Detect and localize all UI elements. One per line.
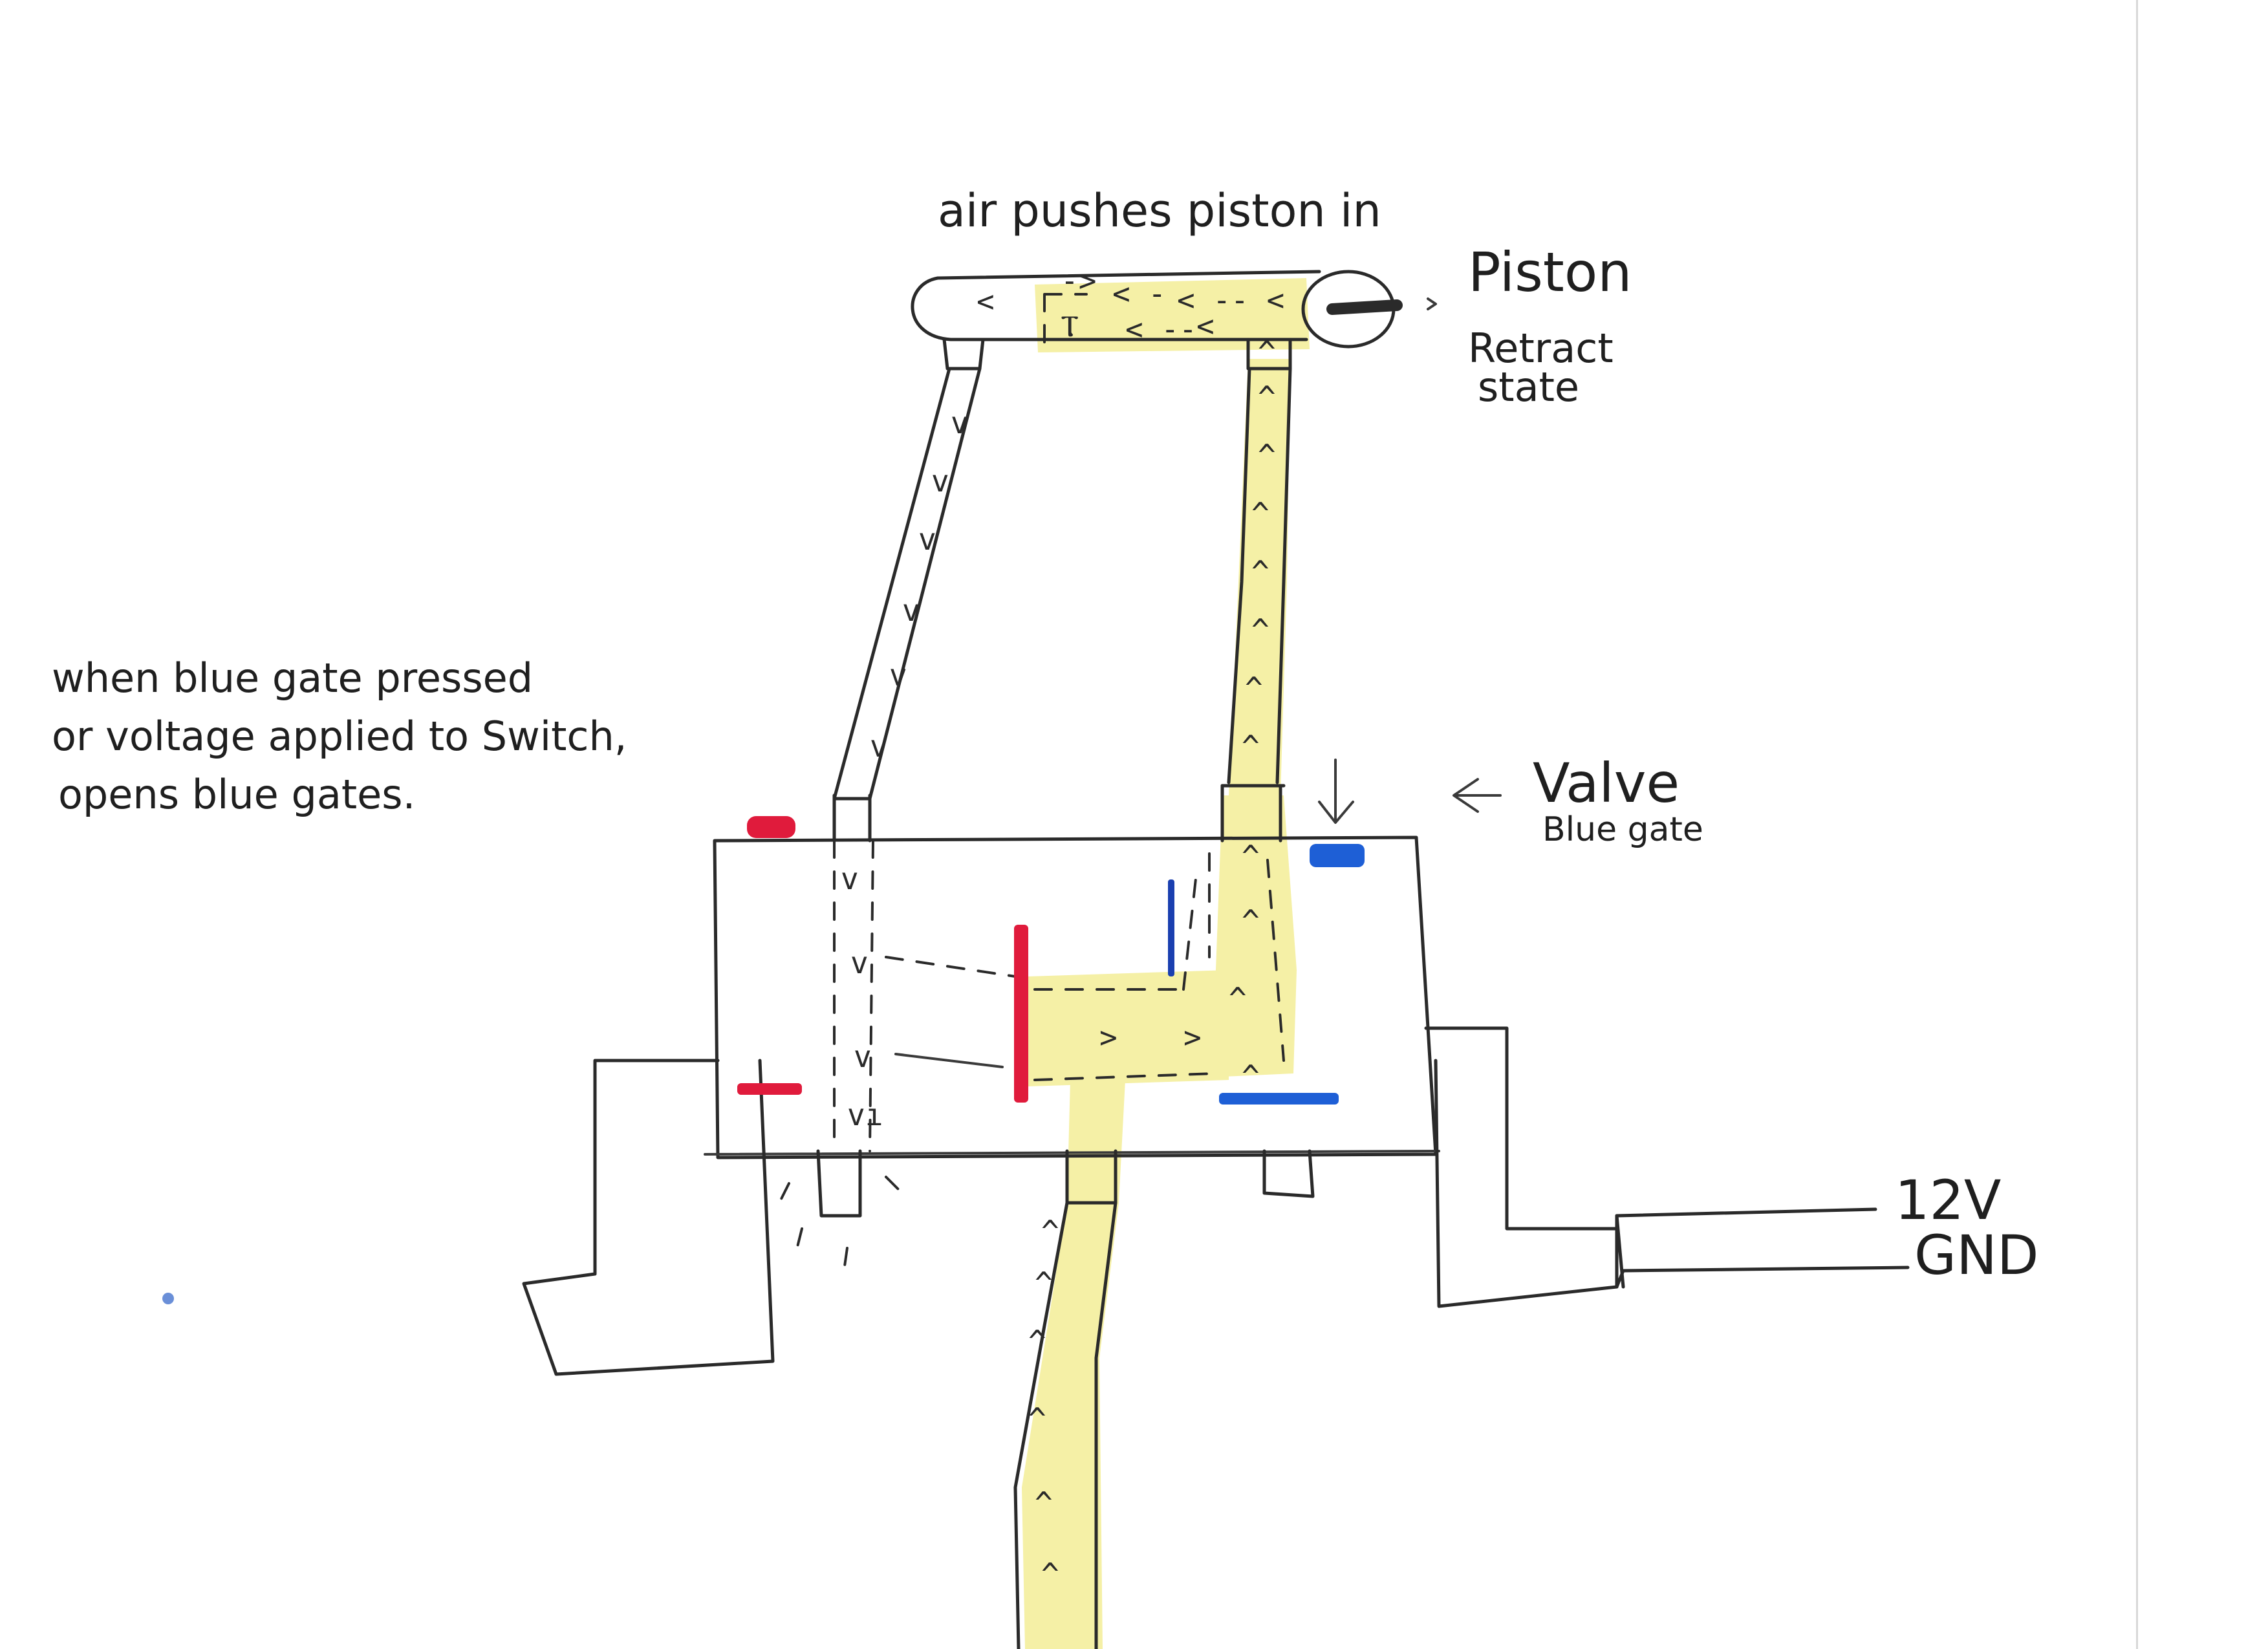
note-line-1: when blue gate pressed bbox=[52, 654, 533, 702]
title-label: air pushes piston in bbox=[938, 184, 1381, 237]
svg-text:v: v bbox=[889, 658, 907, 693]
svg-text:<: < bbox=[977, 284, 995, 319]
svg-text:v: v bbox=[850, 945, 869, 980]
svg-text:v: v bbox=[902, 593, 920, 628]
blue-gate-inner bbox=[1168, 879, 1174, 976]
svg-text:^: ^ bbox=[1258, 380, 1276, 415]
left-tube: v v v v v v bbox=[834, 339, 983, 799]
svg-text:->: -> bbox=[1061, 263, 1096, 298]
svg-text:< --: < -- bbox=[1125, 312, 1197, 347]
svg-text:^: ^ bbox=[1251, 554, 1269, 589]
blue-gate-top bbox=[1310, 844, 1365, 867]
svg-text:^: ^ bbox=[1035, 1485, 1053, 1520]
svg-text:< -: < - bbox=[1112, 276, 1166, 311]
svg-text:>: > bbox=[1099, 1020, 1118, 1055]
svg-text:>: > bbox=[1183, 1020, 1202, 1055]
svg-text:<: < bbox=[1196, 308, 1215, 343]
gnd-label: GND bbox=[1914, 1223, 2039, 1287]
svg-text:Ⲧ: Ⲧ bbox=[1061, 308, 1079, 343]
blue-gate-label: Blue gate bbox=[1542, 810, 1703, 849]
svg-text:^: ^ bbox=[1251, 612, 1269, 647]
red-gate-center bbox=[1014, 925, 1028, 1103]
svg-text:v: v bbox=[931, 464, 949, 499]
air-flow-highlight bbox=[1022, 278, 1310, 1649]
svg-text:^: ^ bbox=[1041, 1214, 1059, 1249]
svg-text:^: ^ bbox=[1229, 981, 1247, 1016]
svg-text:^: ^ bbox=[1028, 1324, 1046, 1359]
state-label: state bbox=[1478, 363, 1579, 411]
svg-text:v: v bbox=[918, 522, 936, 557]
svg-text:v: v bbox=[951, 405, 969, 440]
pointer-arrows bbox=[1319, 760, 1500, 823]
svg-text:vı: vı bbox=[847, 1097, 883, 1132]
red-gate-left bbox=[737, 1083, 802, 1095]
svg-text:^: ^ bbox=[1242, 1059, 1260, 1094]
red-gate-top bbox=[747, 816, 795, 838]
svg-text:v: v bbox=[841, 861, 859, 896]
svg-text:^: ^ bbox=[1245, 671, 1263, 706]
svg-text:^: ^ bbox=[1258, 334, 1276, 369]
12v-label: 12V bbox=[1895, 1169, 2001, 1232]
svg-text:^: ^ bbox=[1035, 1266, 1053, 1300]
note-line-3: opens blue gates. bbox=[58, 771, 415, 818]
svg-text:^: ^ bbox=[1258, 438, 1276, 473]
svg-text:^: ^ bbox=[1242, 839, 1260, 874]
piston-label: Piston bbox=[1468, 241, 1632, 304]
blue-gate-bottom bbox=[1219, 1093, 1339, 1105]
valve-label: Valve bbox=[1533, 751, 1679, 815]
svg-text:^: ^ bbox=[1041, 1557, 1059, 1591]
svg-text:^: ^ bbox=[1242, 903, 1260, 938]
blue-dot bbox=[162, 1293, 174, 1304]
valve-body bbox=[524, 837, 1908, 1374]
svg-text:^: ^ bbox=[1251, 496, 1269, 531]
note-line-2: or voltage applied to Switch, bbox=[52, 713, 627, 760]
svg-text:v: v bbox=[854, 1039, 872, 1074]
svg-text:^: ^ bbox=[1028, 1401, 1046, 1436]
svg-text:v: v bbox=[870, 729, 888, 764]
svg-text:^: ^ bbox=[1242, 729, 1260, 764]
